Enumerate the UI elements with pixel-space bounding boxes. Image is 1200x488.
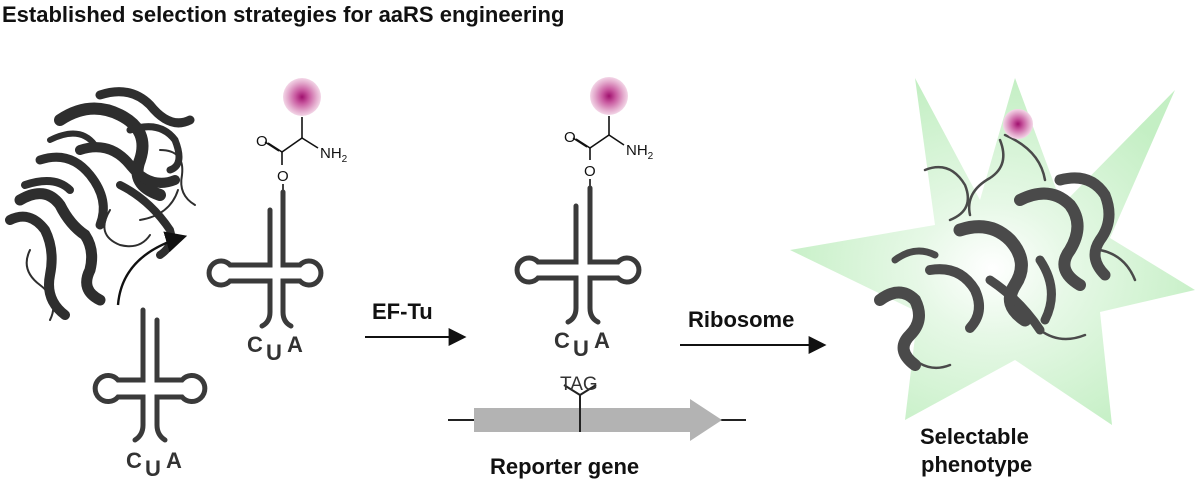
aminoacyl-trna-2: O NH2 O C U A xyxy=(514,77,654,361)
phenotype-label: phenotype xyxy=(921,452,1032,477)
carbonyl-oxygen-2: O xyxy=(564,129,576,146)
ester-oxygen-2: O xyxy=(584,163,596,180)
noncanonical-amino-acid-2 xyxy=(590,77,628,115)
carbonyl-oxygen-1: O xyxy=(256,133,268,150)
amine-group-1: NH2 xyxy=(320,145,348,165)
amine-group-2: NH2 xyxy=(626,142,654,162)
ribosome-label: Ribosome xyxy=(688,307,794,332)
anticodon-u: U xyxy=(145,456,161,481)
anticodon-c: C xyxy=(126,448,142,473)
anticodon-a: A xyxy=(166,448,182,473)
anticodon-a-1: A xyxy=(287,332,303,357)
reporter-gene: TAG Reporter gene xyxy=(448,374,746,479)
anticodon-a-2: A xyxy=(594,328,610,353)
uncharged-trna: C U A xyxy=(92,307,208,481)
incorporated-amino-acid xyxy=(1003,109,1033,139)
anticodon-u-2: U xyxy=(573,336,589,361)
amber-stop-codon: TAG xyxy=(560,374,598,395)
phenotype-glow-star xyxy=(790,78,1195,425)
anticodon-c-2: C xyxy=(554,328,570,353)
folded-reporter-protein xyxy=(874,133,1137,371)
anticodon-c-1: C xyxy=(247,332,263,357)
selectable-phenotype: Selectable phenotype xyxy=(790,78,1195,477)
gene-arrow-bar xyxy=(474,399,722,441)
noncanonical-amino-acid-1 xyxy=(283,78,321,116)
charging-arrow xyxy=(116,231,188,306)
aminoacyl-trna-1: O NH2 O C U A xyxy=(206,78,348,365)
anticodon-u-1: U xyxy=(266,340,282,365)
ester-oxygen-1: O xyxy=(277,168,289,185)
aars-enzyme-structure xyxy=(5,87,196,321)
selectable-label: Selectable xyxy=(920,424,1029,449)
ef-tu-label: EF-Tu xyxy=(372,299,433,324)
reporter-gene-label: Reporter gene xyxy=(490,454,639,479)
figure-title: Established selection strategies for aaR… xyxy=(2,2,564,27)
